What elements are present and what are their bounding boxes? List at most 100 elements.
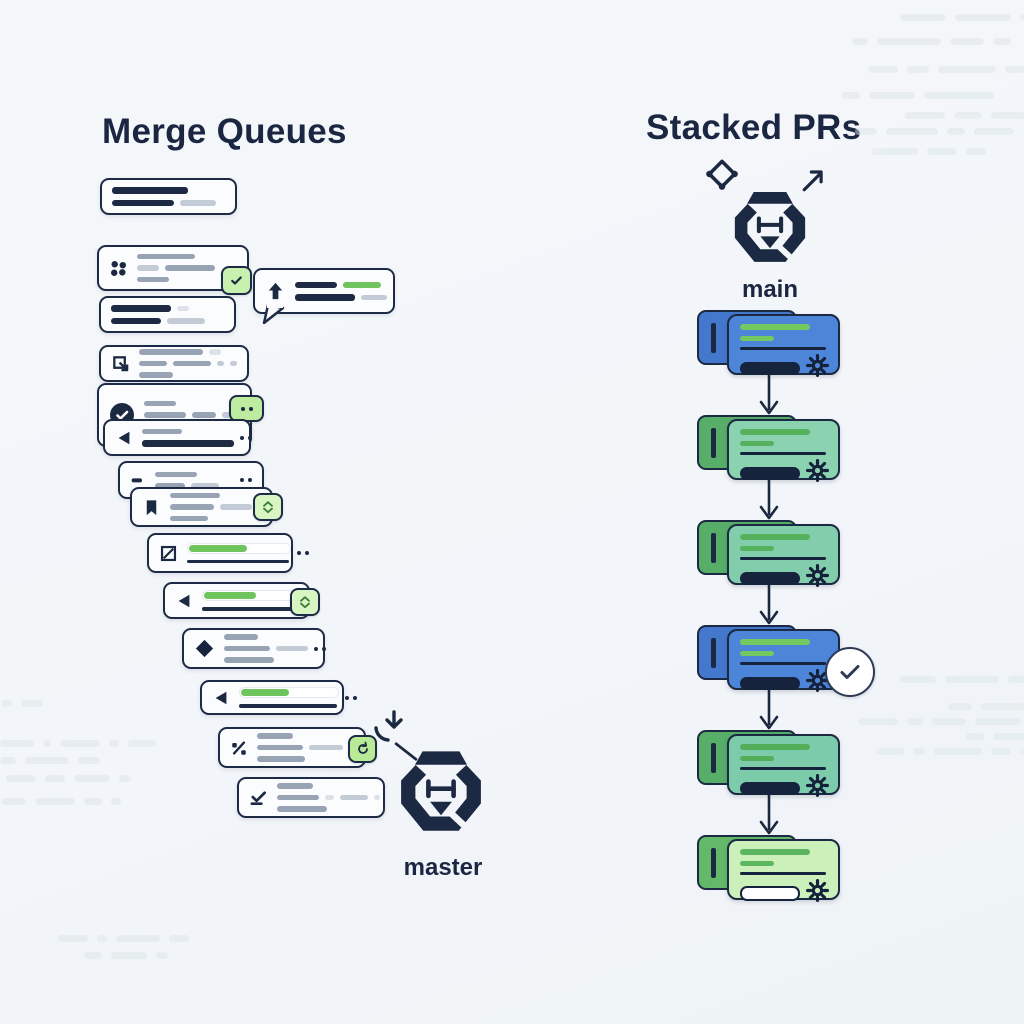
pr-title-pill [740, 676, 800, 690]
queue-card [99, 345, 249, 382]
gear-icon [806, 564, 829, 592]
queue-card [218, 727, 377, 768]
text-line [170, 515, 261, 522]
back-card-bar [711, 533, 716, 563]
slash-square-icon [159, 544, 178, 563]
ghost-text-row [852, 38, 1011, 45]
pr-front-card [727, 629, 840, 692]
percent-icon [230, 739, 248, 757]
text-line [137, 276, 237, 283]
down-arrow [757, 584, 781, 631]
pr-title-pill [740, 885, 800, 901]
ghost-text-row [872, 148, 986, 155]
approved-check-icon [825, 647, 875, 697]
queue-card [103, 419, 252, 456]
queue-card [97, 245, 252, 295]
pr-card [697, 730, 847, 797]
pr-front-card [727, 419, 840, 482]
ghost-text-row [858, 718, 1021, 725]
pr-front-card [727, 524, 840, 587]
text-line [257, 756, 354, 762]
text-line [257, 744, 354, 751]
queue-card [99, 296, 236, 333]
text-line [224, 657, 308, 663]
gear-icon [806, 459, 829, 487]
bubble-tail [261, 303, 285, 329]
progress-fill [204, 592, 256, 600]
back-card-bar [711, 848, 716, 878]
text-line [187, 559, 291, 564]
up-arrow-icon [265, 281, 286, 302]
text-line [277, 806, 380, 812]
text-line [257, 733, 354, 739]
bookmark-icon [142, 498, 161, 517]
ghost-text-row [6, 775, 131, 782]
gear-icon [806, 879, 829, 907]
text-line [137, 265, 237, 271]
text-line [111, 305, 224, 312]
ghost-text-row [948, 703, 1024, 710]
pr-title-pill [740, 781, 800, 795]
check-badge [221, 266, 252, 295]
pr-card [697, 625, 875, 697]
text-line [144, 412, 240, 418]
down-arrow [757, 374, 781, 421]
text-line [137, 253, 237, 260]
ghost-text-row [900, 676, 1024, 683]
main-branch-label: main [741, 276, 798, 303]
triangle-icon [175, 592, 193, 610]
triangle-icon [115, 429, 133, 447]
pr-title-pill [740, 466, 800, 480]
dots4-icon [109, 259, 128, 278]
queue-card [163, 582, 320, 619]
text-line [112, 199, 225, 206]
queue-card [200, 680, 357, 715]
text-line [112, 187, 225, 194]
review-speech-bubble [253, 268, 395, 325]
text-line [170, 504, 261, 510]
progress-fill [241, 689, 289, 697]
gear-icon [806, 774, 829, 802]
text-line [202, 607, 304, 611]
ghost-text-row [2, 798, 121, 805]
back-card-bar [711, 428, 716, 458]
pr-title-pill [740, 571, 800, 585]
ghost-text-row [905, 112, 1024, 119]
text-line [155, 483, 234, 489]
more-dots-icon [314, 646, 326, 651]
progress-fill [189, 544, 247, 552]
check-line-icon [249, 788, 268, 807]
pr-front-card [727, 734, 840, 797]
refresh-badge [348, 735, 377, 763]
queue-card [100, 178, 237, 215]
pr-front-card [727, 314, 840, 377]
ghost-text-row [876, 748, 1024, 755]
queue-card [237, 777, 385, 818]
ghost-text-row [58, 935, 189, 942]
crop-icon [111, 354, 130, 373]
text-line [144, 400, 240, 407]
back-card-bar [711, 743, 716, 773]
gear-icon [806, 354, 829, 382]
text-line [111, 317, 224, 324]
pr-title-pill [740, 361, 800, 375]
text-line [239, 704, 339, 708]
pr-card [697, 415, 847, 482]
merge-queues-title: Merge Queues [102, 112, 347, 151]
master-branch-icon [399, 748, 483, 841]
text-line [187, 542, 291, 554]
ghost-text-row [2, 700, 43, 707]
dash-icon [130, 472, 146, 488]
main-branch-icon [733, 189, 807, 272]
more-dots-icon [345, 695, 357, 700]
text-line [277, 794, 380, 801]
text-line [239, 687, 339, 699]
progress-track [202, 590, 304, 602]
back-card-bar [711, 638, 716, 668]
down-arrow [757, 794, 781, 841]
down-arrow [757, 689, 781, 736]
more-dots-icon [240, 435, 252, 440]
text-line [155, 471, 234, 477]
text-line [139, 360, 237, 367]
ghost-text-row [966, 733, 1024, 740]
